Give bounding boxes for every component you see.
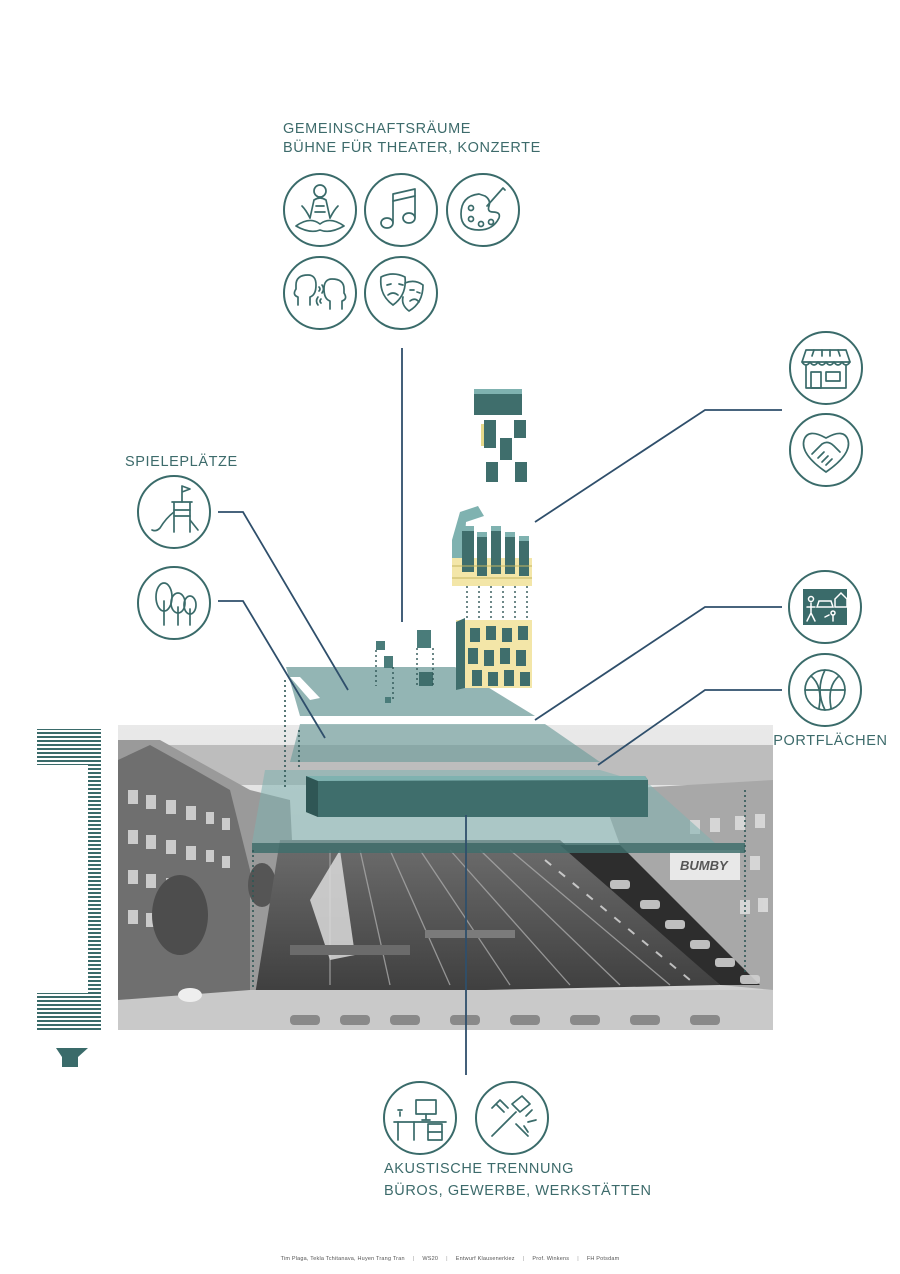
conversation-icon (283, 256, 357, 330)
acoustic-label-line1: AKUSTISCHE TRENNUNG (384, 1161, 574, 1177)
acoustic-label-line2: BÜROS, GEWERBE, WERKSTÄTTEN (384, 1183, 652, 1199)
exploded-tower (452, 389, 532, 690)
trees-icon (137, 566, 211, 640)
tools-icon (475, 1081, 549, 1155)
street-icon (788, 570, 862, 644)
paint-palette-icon (446, 173, 520, 247)
desk-icon (383, 1081, 457, 1155)
street-level-marker-icon (56, 1048, 88, 1067)
meditation-icon (283, 173, 357, 247)
footer-semester: WS20 (422, 1256, 439, 1262)
height-scale (37, 729, 101, 1067)
music-note-icon (364, 173, 438, 247)
graffiti-sign: BUMBY (680, 858, 729, 873)
sports-label: SPORTFLÄCHEN (763, 733, 888, 749)
community-label-line2: BÜHNE FÜR THEATER, KONZERTE (283, 140, 541, 156)
leader-lines (218, 348, 782, 1075)
footer-project: Entwurf Klausenerkiez (455, 1256, 515, 1262)
footer-school: FH Potsdam (586, 1256, 620, 1262)
handshake-icon (789, 413, 863, 487)
footer-credits: Tim Plaga, Tekla Tchitanava, Huyen Trang… (280, 1256, 620, 1262)
basketball-icon (788, 653, 862, 727)
theater-masks-icon (364, 256, 438, 330)
rooftop-pavilions (375, 630, 434, 703)
playgrounds-label: SPIELEPLÄTZE (125, 454, 238, 470)
community-label-line1: GEMEINSCHAFTSRÄUME (283, 121, 472, 137)
shop-icon (789, 331, 863, 405)
playground-icon (137, 475, 211, 549)
footer-professor: Prof. Winkens (532, 1256, 570, 1262)
footer-authors: Tim Plaga, Tekla Tchitanava, Huyen Trang… (280, 1256, 405, 1262)
